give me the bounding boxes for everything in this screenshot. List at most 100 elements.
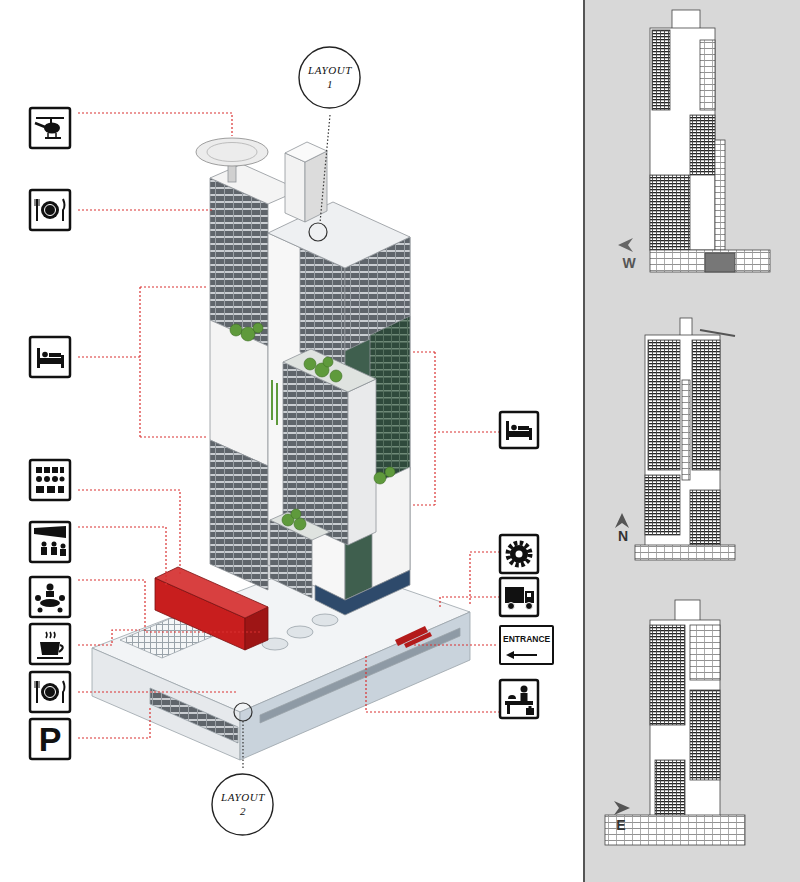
north-elevation <box>635 545 735 560</box>
layout-callout: LAYOUT 1 <box>298 46 361 109</box>
callout-label: LAYOUT 1 <box>305 64 355 92</box>
north-elevation <box>682 380 690 480</box>
roof-garden <box>276 383 278 425</box>
cinema-icon <box>41 547 47 555</box>
parking-icon <box>30 719 70 759</box>
hotel-icon <box>518 426 529 430</box>
leader-line <box>78 209 212 210</box>
parking-icon <box>30 719 70 759</box>
podium <box>92 648 240 760</box>
roof-garden <box>385 467 395 477</box>
delivery-icon <box>527 593 531 597</box>
reception-icon <box>508 695 516 699</box>
tower-b <box>345 237 410 600</box>
reception-icon <box>507 705 510 714</box>
north-elevation <box>680 318 692 336</box>
north-elevation <box>615 318 735 560</box>
east-elevation <box>690 690 720 780</box>
west-elevation <box>618 238 633 252</box>
podium <box>260 628 460 723</box>
services-icon <box>516 551 523 558</box>
delivery-icon <box>505 587 524 603</box>
text-group: ENTRANCE <box>503 634 550 663</box>
layout-marker <box>242 721 243 768</box>
delivery-icon <box>500 578 538 616</box>
tower-a <box>210 440 268 590</box>
helicopter-icon <box>50 118 52 123</box>
tower-b <box>268 142 410 615</box>
entrance-arrow <box>511 654 537 656</box>
north-elevation <box>645 335 720 547</box>
roof-garden <box>294 518 306 530</box>
hotel-icon <box>509 431 532 437</box>
layout-marker <box>309 223 327 241</box>
cinema-icon <box>60 549 66 556</box>
restaurant-icon <box>63 681 65 703</box>
hotel-block <box>348 379 376 545</box>
east-elevation <box>650 625 685 725</box>
podium <box>287 626 313 638</box>
north-elevation <box>690 490 720 545</box>
market-icon <box>44 476 50 482</box>
delivery-icon <box>508 603 515 610</box>
cinema-icon <box>42 542 47 547</box>
east-elevation <box>650 620 720 820</box>
restaurant-icon <box>30 190 70 230</box>
market-icon <box>58 486 64 493</box>
leader-line <box>78 580 262 632</box>
roof-garden <box>374 472 386 484</box>
elevation-panel <box>584 0 800 882</box>
market-icon <box>30 460 70 500</box>
cafe-icon <box>30 624 70 664</box>
helicopter-icon <box>35 123 45 127</box>
west-elevation <box>650 250 770 272</box>
east-elevation <box>605 815 745 845</box>
tower-b <box>315 570 410 615</box>
tower-a <box>210 178 268 346</box>
west-elevation <box>618 10 770 272</box>
hotel-block <box>270 349 376 598</box>
callout-circle <box>299 47 360 108</box>
north-elevation <box>648 340 680 470</box>
hotel-icon <box>500 412 538 448</box>
helicopter-icon <box>44 123 60 134</box>
market-icon <box>30 460 70 500</box>
orientation-letter: N <box>613 529 633 544</box>
west-elevation <box>650 28 715 250</box>
market-icon <box>60 477 65 482</box>
layout-marker <box>320 115 330 223</box>
text-group: LAYOUT 1 <box>305 64 355 92</box>
leader-line <box>78 287 208 437</box>
delivery-icon <box>526 603 533 610</box>
restaurant-icon <box>30 672 70 712</box>
services-icon <box>510 545 528 563</box>
helicopter-icon <box>30 108 70 148</box>
meeting-icon <box>58 608 63 613</box>
restaurant-icon <box>45 205 56 216</box>
meeting-icon <box>47 584 54 591</box>
hotel-icon <box>500 412 538 448</box>
tower-b <box>305 151 327 222</box>
cinema-icon <box>30 522 70 562</box>
market-icon <box>52 476 58 482</box>
east-elevation <box>614 801 630 815</box>
orientation-letter: E <box>611 818 631 833</box>
reception-icon <box>500 680 538 718</box>
roof-garden <box>330 370 342 382</box>
north-elevation <box>700 330 735 336</box>
north-elevation <box>645 475 680 535</box>
layout-callout: LAYOUT 2 <box>211 773 274 836</box>
market-icon <box>36 476 42 482</box>
meeting-icon <box>40 599 60 607</box>
delivery-icon <box>525 591 534 603</box>
roof-garden <box>271 380 273 420</box>
text-group: LAYOUT 2 <box>218 791 268 819</box>
cinema-icon <box>34 526 66 538</box>
tower-b <box>372 467 410 588</box>
cinema-icon <box>52 542 57 547</box>
reception-icon <box>529 706 532 708</box>
services-icon <box>500 535 538 573</box>
west-elevation <box>650 175 690 250</box>
leader-line <box>78 630 140 645</box>
